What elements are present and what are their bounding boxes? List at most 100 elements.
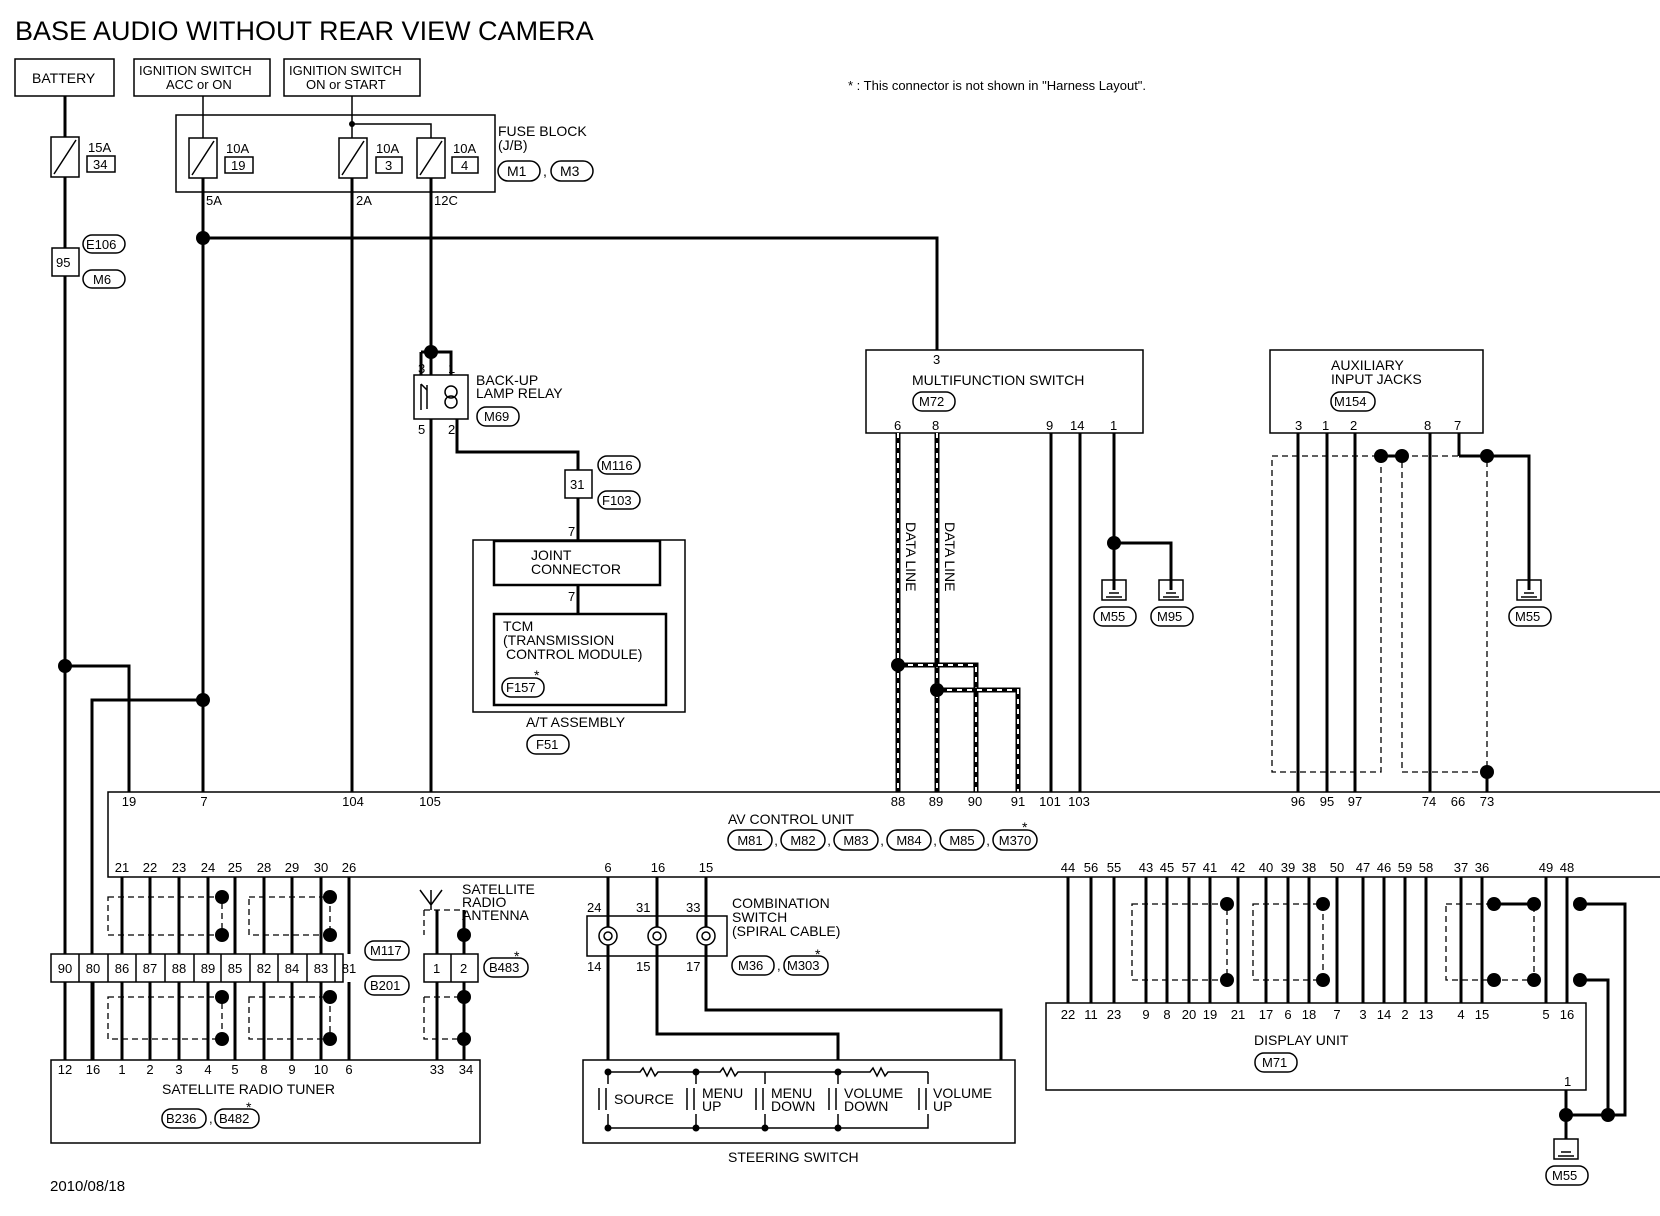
tuner-pin: 1 <box>118 1062 125 1077</box>
at-assembly: 7 JOINT CONNECTOR 7 TCM (TRANSMISSION CO… <box>472 524 686 755</box>
antenna-label-1: SATELLITE <box>462 881 535 897</box>
display-pin: 3 <box>1359 1007 1366 1022</box>
display-pin: 11 <box>1084 1007 1098 1022</box>
comb-label-3: (SPIRAL CABLE) <box>732 923 840 939</box>
av-bottom-pin: 25 <box>228 860 242 875</box>
steering-label: STEERING SWITCH <box>728 1149 859 1165</box>
aux-label-2: INPUT JACKS <box>1331 371 1422 387</box>
ignition-acc-box: IGNITION SWITCH ACC or ON <box>133 58 271 97</box>
m117-pin: 89 <box>201 961 215 976</box>
steering-menu-down-1: MENU <box>771 1085 812 1101</box>
mfs-pin-6: 6 <box>894 418 901 433</box>
ignition-start-label-2: ON or START <box>306 77 386 92</box>
av-bottom-pin: 28 <box>257 860 271 875</box>
ignition-acc-label-1: IGNITION SWITCH <box>139 63 252 78</box>
tcm-star: * <box>534 667 540 683</box>
av-bottom-pin: 15 <box>699 860 713 875</box>
ignition-start-label-1: IGNITION SWITCH <box>289 63 402 78</box>
relay-label-2: LAMP RELAY <box>476 385 563 401</box>
battery-box: BATTERY <box>14 58 115 97</box>
av-label: AV CONTROL UNIT <box>728 811 854 827</box>
tcm-label-2: (TRANSMISSION <box>503 632 614 648</box>
combination-switch: 24 31 33 14 15 17 COMBINATION SWITCH (SP… <box>586 895 840 976</box>
antenna-pin-2: 2 <box>460 961 467 976</box>
tuner-label: SATELLITE RADIO TUNER <box>162 1081 335 1097</box>
av-bottom-pin: 16 <box>651 860 665 875</box>
at-pin-top: 7 <box>568 524 575 539</box>
av-conn-m81: M81 <box>737 833 762 848</box>
av-conn-m83: M83 <box>843 833 868 848</box>
fuse-block-conn-m3: M3 <box>560 163 580 179</box>
ground-m55-c: M55 <box>1545 1138 1589 1186</box>
e106-pin: 95 <box>56 255 70 270</box>
av-top-pin: 103 <box>1068 794 1090 809</box>
multifunction-switch: 3 MULTIFUNCTION SWITCH M72 6 8 9 14 1 <box>865 349 1144 434</box>
av-bottom-pin: 58 <box>1419 860 1433 875</box>
harness-note: * : This connector is not shown in "Harn… <box>848 78 1146 93</box>
display-pin: 5 <box>1542 1007 1549 1022</box>
fuse-block-conn-m1: M1 <box>507 163 527 179</box>
at-pin-mid: 7 <box>568 589 575 604</box>
satellite-antenna: SATELLITE RADIO ANTENNA 1 2 B483 * <box>419 881 535 983</box>
av-bottom-pin: 22 <box>143 860 157 875</box>
av-top-pin: 90 <box>968 794 982 809</box>
ground-m95-label: M95 <box>1157 609 1182 624</box>
steering-volume-down-2: DOWN <box>844 1098 888 1114</box>
steering-volume-up-1: VOLUME <box>933 1085 992 1101</box>
relay-label-1: BACK-UP <box>476 372 538 388</box>
ground-m55-a: M55 <box>1093 579 1137 627</box>
aux-conn: M154 <box>1334 394 1367 409</box>
av-bottom-pin: 46 <box>1377 860 1391 875</box>
fuse-15a-number: 34 <box>93 157 107 172</box>
comb-top-33: 33 <box>686 900 700 915</box>
av-top-pin: 101 <box>1039 794 1061 809</box>
av-conn-sep: , <box>986 833 990 848</box>
comb-label-2: SWITCH <box>732 909 787 925</box>
av-conn-sep: , <box>933 833 937 848</box>
comb-conn-m36: M36 <box>738 958 763 973</box>
antenna-label-3: ANTENNA <box>462 907 530 923</box>
tuner-pin: 2 <box>146 1062 153 1077</box>
b483-star: * <box>514 948 520 964</box>
m117-pin: 90 <box>58 961 72 976</box>
av-bottom-pin: 48 <box>1560 860 1574 875</box>
comb-star: * <box>815 946 821 962</box>
av-top-pin: 105 <box>419 794 441 809</box>
fuse-15a-amp: 15A <box>88 140 111 155</box>
tuner-pin: 4 <box>204 1062 211 1077</box>
av-top-pin: 66 <box>1451 794 1465 809</box>
m116-connector: 31 M116 F103 <box>564 455 641 510</box>
fuse-c-amp: 10A <box>453 141 476 156</box>
tuner-pin: 33 <box>430 1062 444 1077</box>
fuse-pin-2a: 2A <box>356 193 372 208</box>
comb-top-31: 31 <box>636 900 650 915</box>
aux-input-jacks: AUXILIARY INPUT JACKS M154 3 1 2 8 7 <box>1269 349 1484 434</box>
av-conn-sep: , <box>827 833 831 848</box>
av-top-pin: 88 <box>891 794 905 809</box>
av-bottom-pin: 6 <box>604 860 611 875</box>
display-pin-1: 1 <box>1564 1074 1571 1089</box>
display-pin: 8 <box>1163 1007 1170 1022</box>
tuner-pin: 34 <box>459 1062 473 1077</box>
ground-m55-b: M55 <box>1508 579 1552 627</box>
av-top-pin: 73 <box>1480 794 1494 809</box>
mfs-conn: M72 <box>919 394 944 409</box>
joint-label-2: CONNECTOR <box>531 561 621 577</box>
m117-pin: 83 <box>314 961 328 976</box>
tuner-sep: , <box>209 1111 213 1126</box>
fuse-pin-5a: 5A <box>206 193 222 208</box>
comb-conn-m303: M303 <box>787 958 820 973</box>
display-pin: 21 <box>1231 1007 1245 1022</box>
av-bottom-pin: 55 <box>1107 860 1121 875</box>
m117-label: M117 <box>370 943 402 958</box>
av-top-pin: 95 <box>1320 794 1334 809</box>
ground-m55-c-label: M55 <box>1552 1168 1577 1183</box>
av-bottom-pin: 41 <box>1203 860 1217 875</box>
av-conn-oval <box>833 829 879 851</box>
b201-label: B201 <box>370 978 400 993</box>
date-stamp: 2010/08/18 <box>50 1178 125 1195</box>
fuse-block-sep: , <box>543 163 547 179</box>
av-bottom-pin: 29 <box>285 860 299 875</box>
av-top-pin: 97 <box>1348 794 1362 809</box>
f103-label: F103 <box>602 493 632 508</box>
